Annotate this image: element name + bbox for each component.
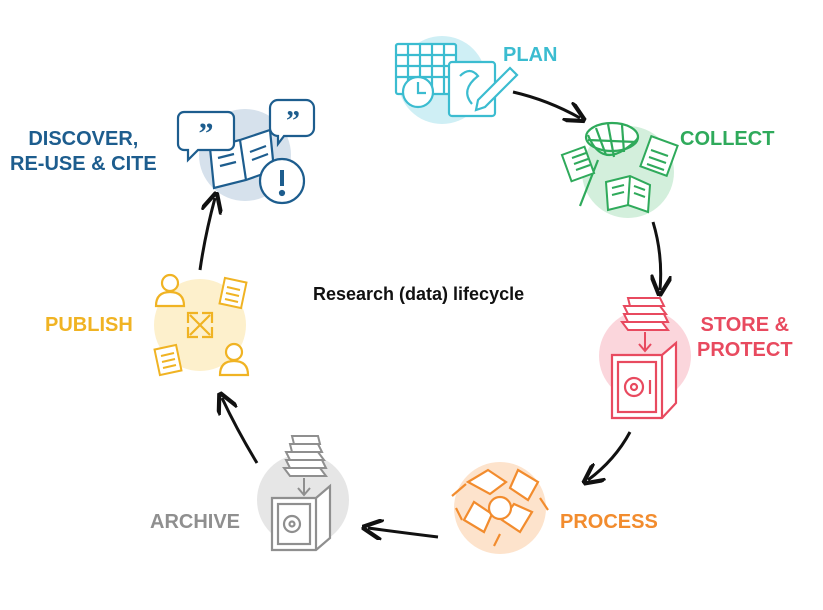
collect-label: COLLECT bbox=[680, 128, 775, 150]
edit-note-icon bbox=[447, 60, 519, 118]
clock-icon bbox=[401, 75, 435, 109]
document-icon bbox=[560, 145, 596, 183]
arrow-store-process bbox=[588, 431, 632, 480]
documents-stack-icon bbox=[620, 297, 670, 353]
arrow-archive-publish bbox=[222, 398, 259, 464]
safe-icon bbox=[610, 340, 678, 420]
user-icon bbox=[218, 342, 250, 377]
arrow-plan-collect bbox=[512, 90, 580, 118]
discover-label-line2: RE-USE & CITE bbox=[10, 153, 157, 175]
svg-text:”: ” bbox=[199, 117, 214, 150]
svg-text:”: ” bbox=[286, 106, 300, 137]
publish-label: PUBLISH bbox=[45, 314, 133, 336]
store-protect-label: STORE & PROTECT bbox=[697, 313, 793, 363]
butterfly-net-icon bbox=[578, 121, 640, 207]
hands-collaboration-icon bbox=[451, 468, 549, 547]
discover-label: DISCOVER, RE-USE & CITE bbox=[10, 127, 157, 177]
quote-bubble-icon: ” bbox=[176, 110, 236, 163]
arrow-publish-discover bbox=[198, 198, 215, 271]
exclamation-bubble-icon bbox=[258, 157, 306, 205]
archive-label: ARCHIVE bbox=[150, 511, 241, 533]
document-icon bbox=[639, 134, 679, 178]
store-label-line2: PROTECT bbox=[697, 339, 793, 361]
arrow-process-archive bbox=[368, 528, 439, 537]
store-label-line1: STORE & bbox=[700, 314, 790, 336]
document-icon bbox=[153, 343, 183, 377]
expand-arrows-icon bbox=[186, 311, 214, 339]
safe-icon bbox=[270, 483, 332, 552]
process-label: PROCESS bbox=[560, 511, 658, 533]
user-icon bbox=[154, 273, 186, 308]
open-book-icon bbox=[604, 174, 652, 214]
arrow-collect-store bbox=[653, 221, 661, 290]
document-icon bbox=[218, 276, 248, 310]
documents-stack-icon bbox=[282, 435, 328, 497]
diagram-title: Research (data) lifecycle bbox=[313, 284, 525, 304]
plan-label: PLAN bbox=[503, 44, 558, 66]
quote-bubble-icon: ” bbox=[268, 98, 316, 148]
discover-label-line1: DISCOVER, bbox=[28, 128, 139, 150]
